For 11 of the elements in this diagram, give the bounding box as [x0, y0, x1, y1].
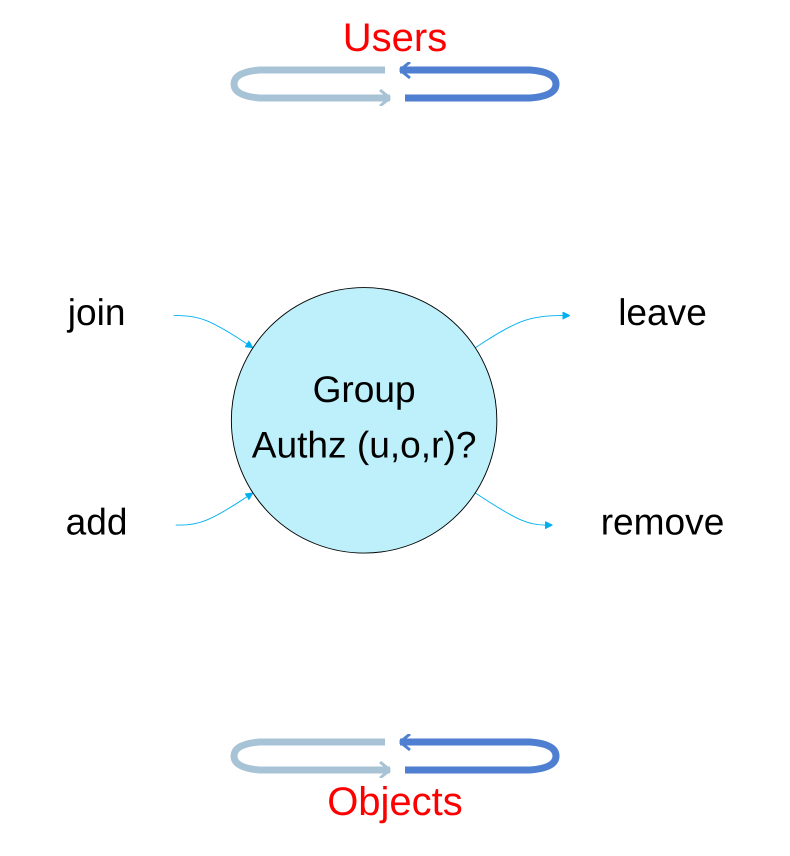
group-label: Objects — [327, 779, 463, 826]
node-circle: Group Authz (u,o,r)? — [230, 286, 498, 554]
node-text: remove — [600, 502, 724, 542]
arrow — [175, 492, 254, 526]
group-label: Users — [342, 15, 448, 62]
node-text: leave — [618, 292, 707, 333]
arrow — [474, 311, 570, 348]
node-text: join — [68, 292, 126, 333]
node-text: add — [66, 502, 128, 542]
arrow — [474, 492, 553, 529]
arrow — [173, 314, 254, 348]
